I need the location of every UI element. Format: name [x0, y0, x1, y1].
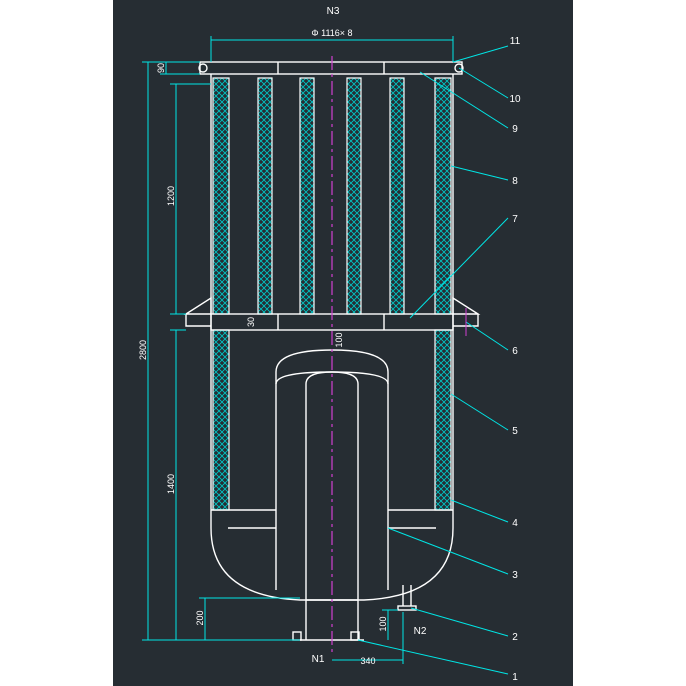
drawing-background [113, 0, 573, 686]
part-label: 5 [512, 426, 518, 437]
part-label: 6 [512, 346, 518, 357]
dim-gap: 30 [246, 317, 256, 327]
cartridge [346, 77, 362, 315]
part-label: 1 [512, 672, 518, 683]
nozzle-n3-label: N3 [327, 6, 340, 17]
dim-lower-section: 1400 [166, 474, 176, 494]
dim-nozzle-height: 100 [378, 616, 388, 631]
dim-support-height: 200 [195, 610, 205, 625]
nozzle-n2 [397, 605, 417, 611]
part-label: 7 [512, 214, 518, 225]
dim-overall-width: Φ 1116× 8 [311, 28, 352, 38]
bracket-left [183, 296, 212, 327]
part-label: 3 [512, 570, 518, 581]
cartridge [299, 77, 315, 315]
cartridge [434, 77, 452, 315]
cartridge-lower [212, 329, 230, 511]
dim-upper-section: 1200 [166, 186, 176, 206]
top-flange [199, 61, 463, 75]
part-label: 2 [512, 632, 518, 643]
part-label: 4 [512, 518, 518, 529]
leader-lines [357, 45, 509, 675]
part-label: 8 [512, 176, 518, 187]
cartridge [212, 77, 230, 315]
central-pipe [305, 371, 359, 640]
dimension-lines [142, 36, 454, 664]
cartridge-lower [434, 329, 452, 511]
part-label: 11 [510, 36, 521, 47]
flange-lug-left [198, 63, 208, 73]
filter-cartridges [212, 77, 452, 511]
cartridge [389, 77, 405, 315]
dim-total-height: 2800 [138, 340, 148, 360]
flange-lug-right [454, 63, 464, 73]
nozzle-n1-label: N1 [312, 654, 325, 665]
dim-head: 100 [334, 332, 344, 347]
dim-flange: 90 [156, 63, 166, 73]
cartridge [257, 77, 273, 315]
part-label: 10 [509, 94, 521, 105]
dim-offset: 340 [360, 656, 375, 666]
part-label: 9 [512, 124, 518, 135]
nozzle-n2-label: N2 [414, 626, 427, 637]
